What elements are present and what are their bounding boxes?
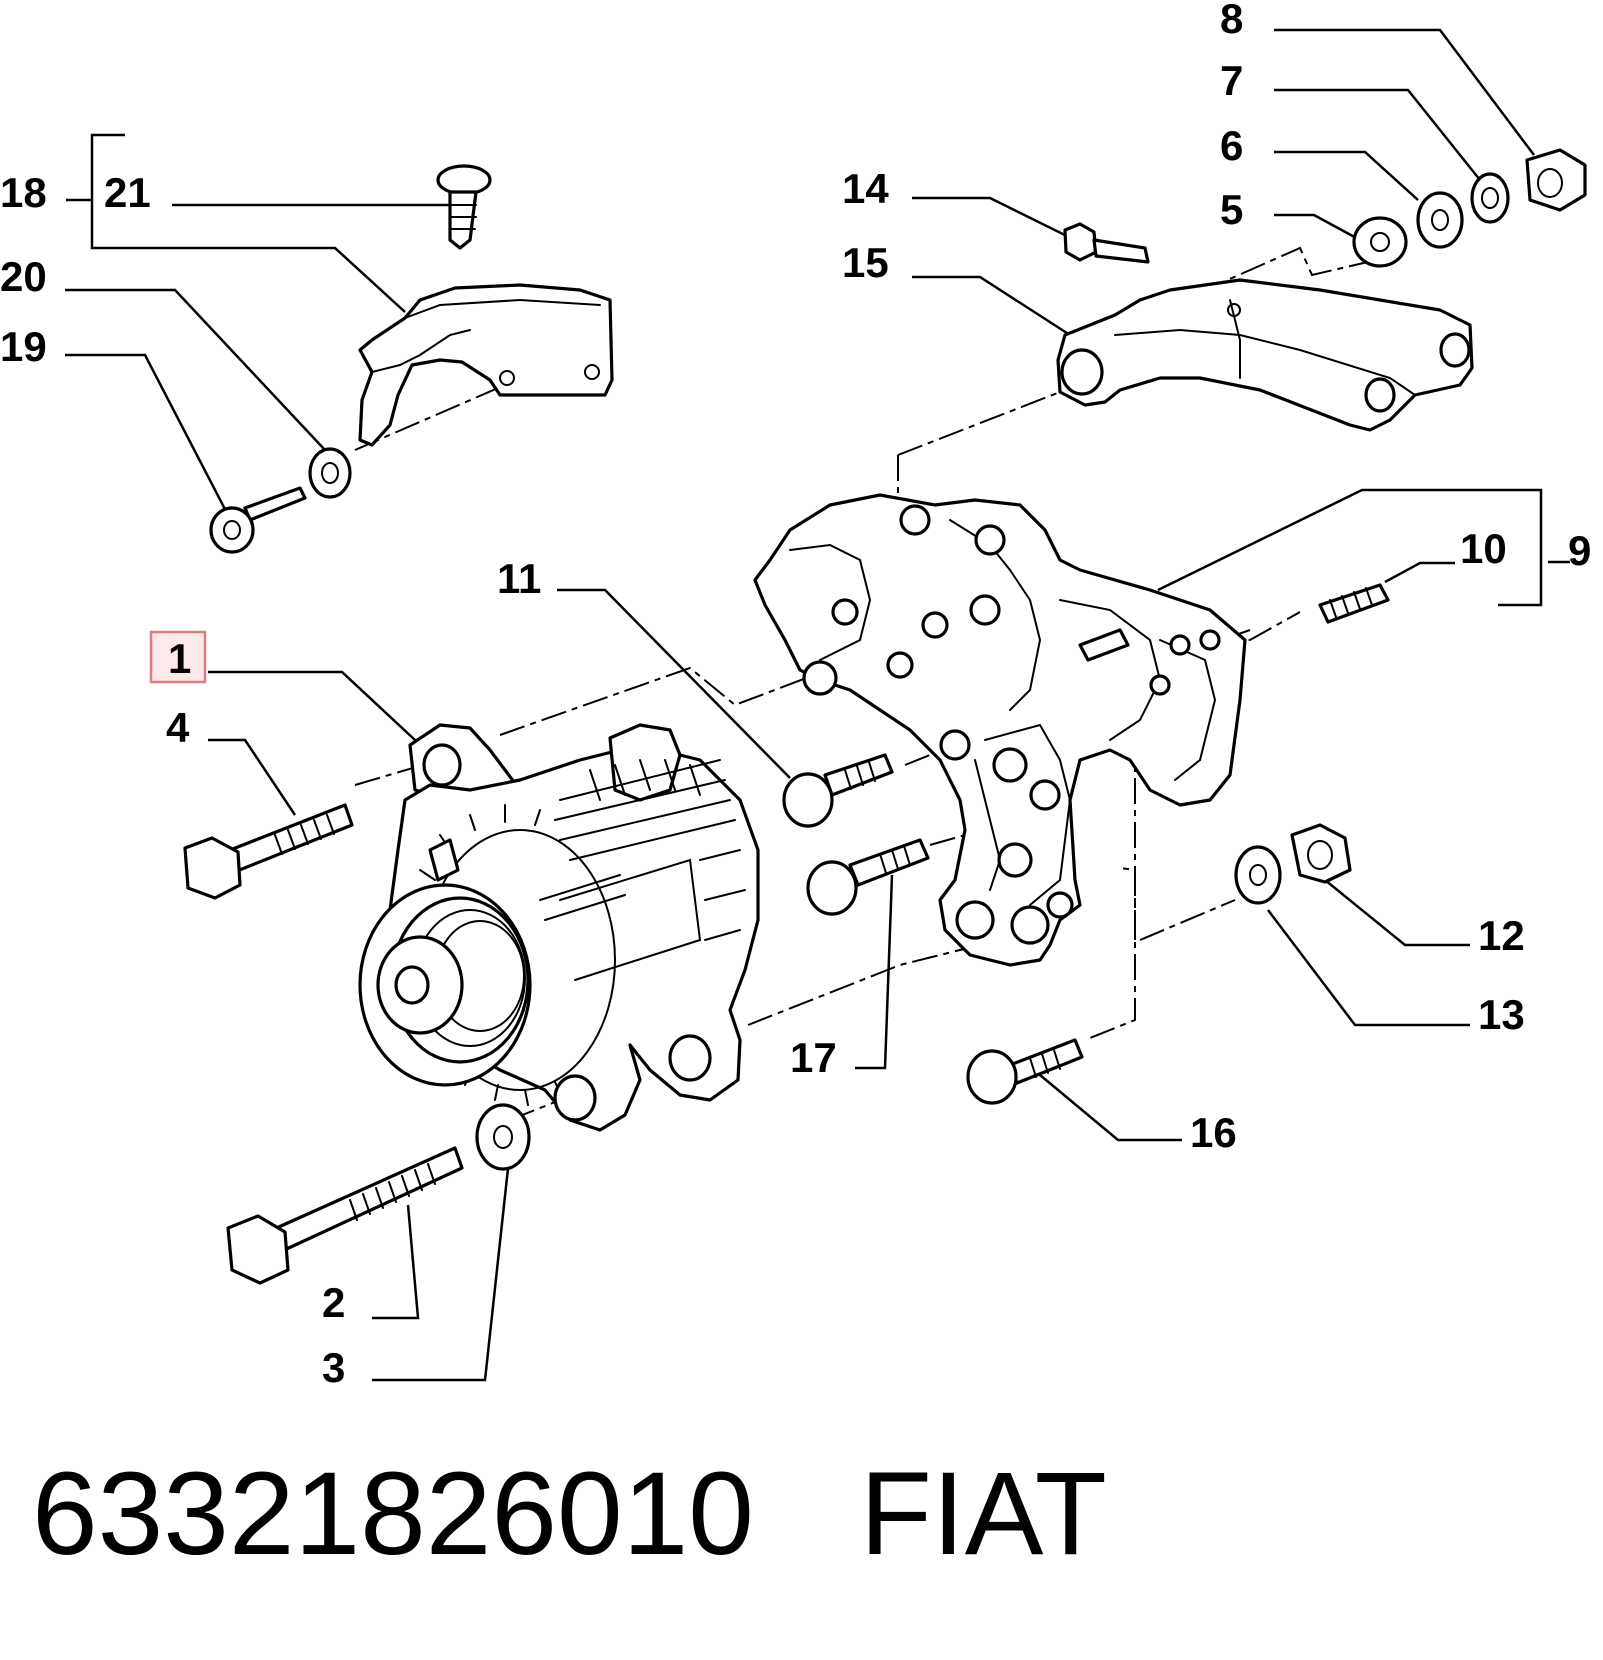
- washer-part-6: [1416, 191, 1464, 249]
- callout-5[interactable]: 5: [1220, 186, 1243, 233]
- callout-4[interactable]: 4: [166, 704, 190, 751]
- callout-16[interactable]: 16: [1190, 1109, 1237, 1156]
- callout-19[interactable]: 19: [0, 323, 47, 370]
- callout-7[interactable]: 7: [1220, 57, 1243, 104]
- long-bolt-part-2: [226, 1146, 464, 1285]
- callout-9[interactable]: 9: [1568, 527, 1591, 574]
- bolt-part-16: [966, 1038, 1084, 1105]
- nut-part-8: [1525, 148, 1587, 212]
- leader-lines: [65, 28, 1570, 1382]
- callout-11[interactable]: 11: [497, 555, 541, 602]
- cover-shield-part-18: [358, 283, 614, 447]
- callout-12[interactable]: 12: [1478, 912, 1525, 959]
- nut-part-12: [1290, 823, 1352, 884]
- brand-name: FIAT: [859, 1448, 1107, 1580]
- mounting-bracket-part-9: [753, 493, 1247, 967]
- screw-part-19: [209, 486, 307, 554]
- washer-part-5: [1352, 216, 1408, 268]
- callout-1-highlight: [149, 630, 207, 684]
- part-number: 63321826010: [32, 1448, 754, 1580]
- exploded-parts-diagram: 1 2 3 4 5 6 7 8 9 10 11 12 13 14 15 16 1…: [0, 0, 1591, 1391]
- bolt-part-17: [806, 838, 930, 916]
- callout-17[interactable]: 17: [790, 1034, 837, 1081]
- stud-part-10: [1318, 583, 1390, 624]
- callout-13[interactable]: 13: [1478, 991, 1525, 1038]
- washer-part-13: [1234, 845, 1282, 905]
- callout-14[interactable]: 14: [842, 165, 889, 212]
- bolt-part-11: [782, 753, 894, 828]
- callout-15[interactable]: 15: [842, 239, 889, 286]
- callout-10[interactable]: 10: [1460, 525, 1507, 572]
- callout-20[interactable]: 20: [0, 253, 47, 300]
- washer-part-3: [475, 1103, 531, 1171]
- callout-2[interactable]: 2: [322, 1279, 345, 1326]
- alternator-part-1[interactable]: [358, 723, 760, 1132]
- callout-21[interactable]: 21: [104, 169, 151, 216]
- clip-part-21: [436, 164, 492, 250]
- bolt-part-4: [183, 803, 354, 900]
- callout-18[interactable]: 18: [0, 169, 47, 216]
- lock-washer-part-7: [1470, 172, 1510, 224]
- callout-6[interactable]: 6: [1220, 122, 1243, 169]
- bolt-part-14: [1063, 222, 1150, 264]
- callout-3[interactable]: 3: [322, 1344, 345, 1391]
- callout-1[interactable]: 1: [168, 635, 191, 682]
- callout-8[interactable]: 8: [1220, 0, 1243, 42]
- washer-part-20: [308, 447, 352, 499]
- support-bracket-part-15: [1056, 278, 1474, 432]
